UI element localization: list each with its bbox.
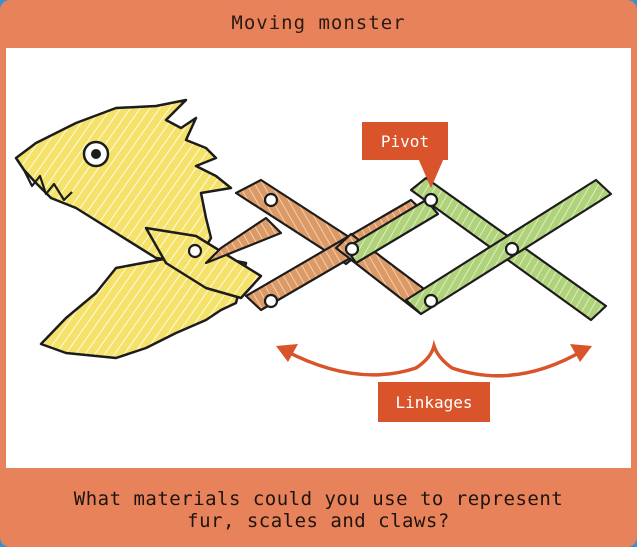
monster-illustration [14,98,613,378]
illustration-panel: Pivot Linkages [6,48,631,468]
question-line-1: What materials could you use to represen… [73,487,564,510]
pivot-pin [423,192,439,208]
pivot-pointer [418,158,444,188]
pivot-pin [423,293,439,309]
question-footer: What materials could you use to represen… [0,472,637,547]
monster-teeth [23,169,73,202]
monster-pupil [91,149,101,159]
pivot-pin [344,241,360,257]
arrowhead-right [570,344,592,362]
green-linkages [344,176,613,322]
slide-title: Moving monster [231,12,406,34]
pivot-pin [187,243,203,259]
pivot-pin [263,192,279,208]
monster-head [14,98,233,265]
arrowhead-left [276,344,298,362]
question-line-2: fur, scales and claws? [187,509,450,532]
pivot-label: Pivot [362,122,448,160]
pivot-pin [263,293,279,309]
pivot-pins [187,192,520,309]
double-arrow-icon [282,339,586,378]
pivot-pin [504,241,520,257]
monster-neck [144,226,263,300]
linkages-label: Linkages [378,382,490,422]
